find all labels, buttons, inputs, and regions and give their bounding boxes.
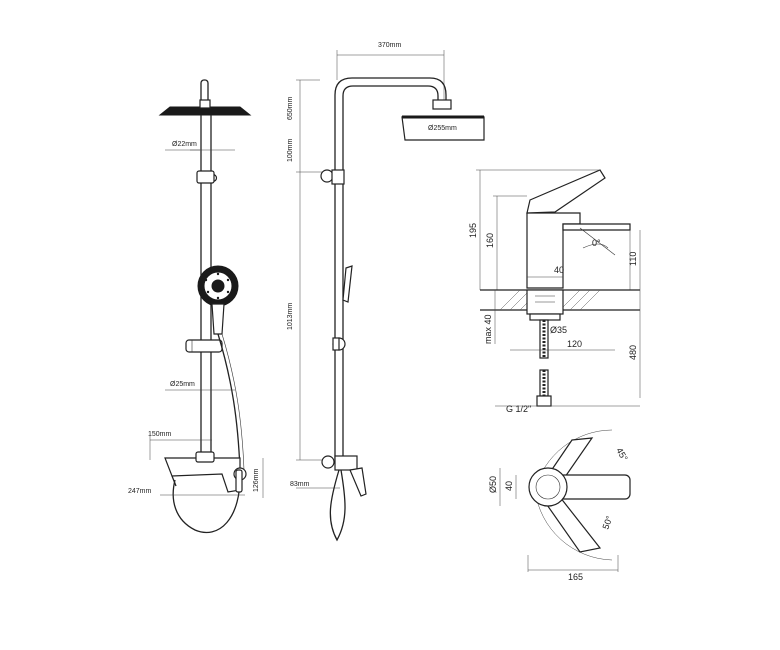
dim-max-40: max 40: [483, 314, 493, 344]
head-connector: [199, 99, 211, 109]
top-body-circle: [528, 467, 568, 507]
label-thread-g12: G 1/2": [506, 404, 531, 414]
dim-width-40: 40: [554, 265, 564, 275]
dim-diameter-35: Ø35: [550, 325, 567, 335]
dim-width-120: 120: [567, 339, 582, 349]
dim-height-160: 160: [485, 233, 495, 248]
dim-width-247: 247mm: [128, 488, 152, 495]
dim-height-100: 100mm: [287, 138, 294, 162]
basin-mixer-spout: [562, 223, 631, 231]
label-angle-45: 45°: [614, 446, 630, 463]
dim-diameter-255: Ø255mm: [428, 125, 457, 132]
label-angle-0: 0°: [592, 238, 601, 248]
slider-bracket: [185, 339, 223, 353]
dim-depth-83: 83mm: [290, 481, 310, 488]
dim-height-650: 650mm: [287, 96, 294, 120]
dim-height-480: 480: [628, 345, 638, 360]
shower-column-front-view: Ø22mm Ø25mm 150mm 247mm 1: [128, 79, 264, 534]
basin-mixer-top-view: 45° 50° Ø50 40 165: [488, 429, 631, 582]
shower-hose: [172, 333, 241, 534]
dim-height-1013: 1013mm: [287, 303, 294, 330]
dim-width-370: 370mm: [378, 42, 402, 49]
dim-vertical-40: 40: [504, 481, 514, 491]
overhead-shower-head: [158, 106, 252, 116]
bath-mixer-body: [164, 457, 241, 493]
basin-mixer-lever: [526, 169, 606, 214]
side-hand-shower: [342, 265, 353, 303]
basin-mixer-elevation: 0° 195 160 110 40 max 40 Ø35: [468, 169, 641, 414]
dim-height-195: 195: [468, 223, 478, 238]
dim-height-110: 110: [628, 252, 638, 266]
height-holder: [196, 170, 215, 184]
hand-shower-handle: [211, 303, 225, 335]
dim-diameter-22: Ø22mm: [172, 141, 197, 148]
dim-width-165: 165: [568, 572, 583, 582]
dim-height-126: 126mm: [253, 468, 260, 492]
dim-diameter-50: Ø50: [488, 476, 498, 493]
shower-column-side-view: 370mm Ø255mm 650mm 100mm 1013mm 83mm: [287, 42, 485, 542]
label-angle-50: 50°: [600, 514, 614, 531]
dim-diameter-25: Ø25mm: [170, 381, 195, 388]
dim-width-150: 150mm: [148, 431, 172, 438]
